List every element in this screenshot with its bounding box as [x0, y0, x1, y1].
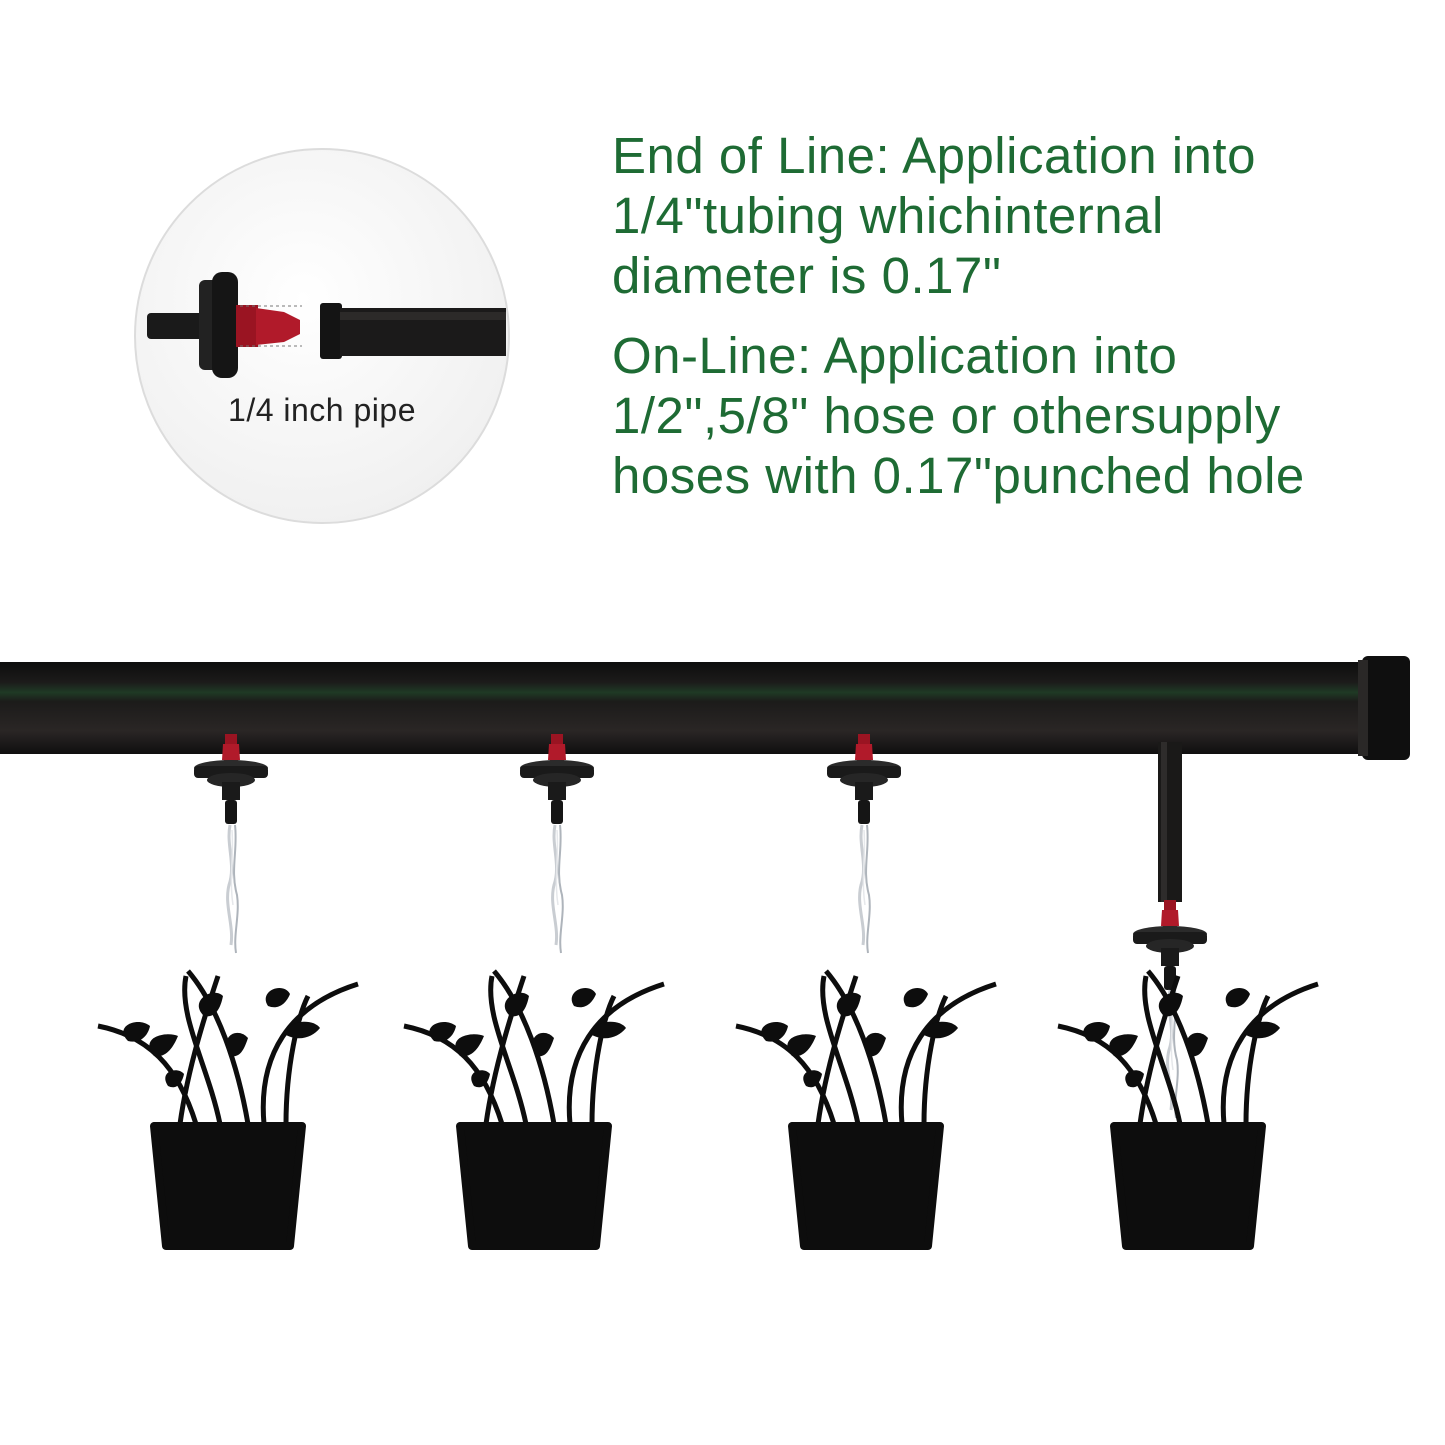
- end-of-line-line-3: diameter is 0.17": [612, 247, 1002, 304]
- potted-plant-4: [1058, 971, 1318, 1246]
- branch-tube-icon: [1133, 742, 1207, 1120]
- dripper-3: [827, 734, 901, 955]
- dripper-1: [194, 734, 268, 955]
- on-line-description: On-Line: Application into 1/2",5/8" hose…: [612, 326, 1412, 506]
- potted-plant-1: [98, 971, 358, 1246]
- dripper-icon: [147, 272, 302, 378]
- potted-plant-2: [404, 971, 664, 1246]
- detail-circle: [134, 148, 510, 524]
- end-of-line-description: End of Line: Application into 1/4"tubing…: [612, 126, 1412, 306]
- potted-plant-3: [736, 971, 996, 1246]
- on-line-line-2: 1/2",5/8" hose or othersupply: [612, 387, 1281, 444]
- dripper-2: [520, 734, 594, 955]
- detail-circle-caption: 1/4 inch pipe: [228, 392, 416, 428]
- on-line-line-1: On-Line: Application into: [612, 327, 1178, 384]
- tube-icon: [320, 303, 506, 359]
- main-pipe-icon: [0, 656, 1410, 760]
- end-of-line-line-1: End of Line: Application into: [612, 127, 1256, 184]
- on-line-line-3: hoses with 0.17"punched hole: [612, 447, 1305, 504]
- end-of-line-line-2: 1/4"tubing whichinternal: [612, 187, 1164, 244]
